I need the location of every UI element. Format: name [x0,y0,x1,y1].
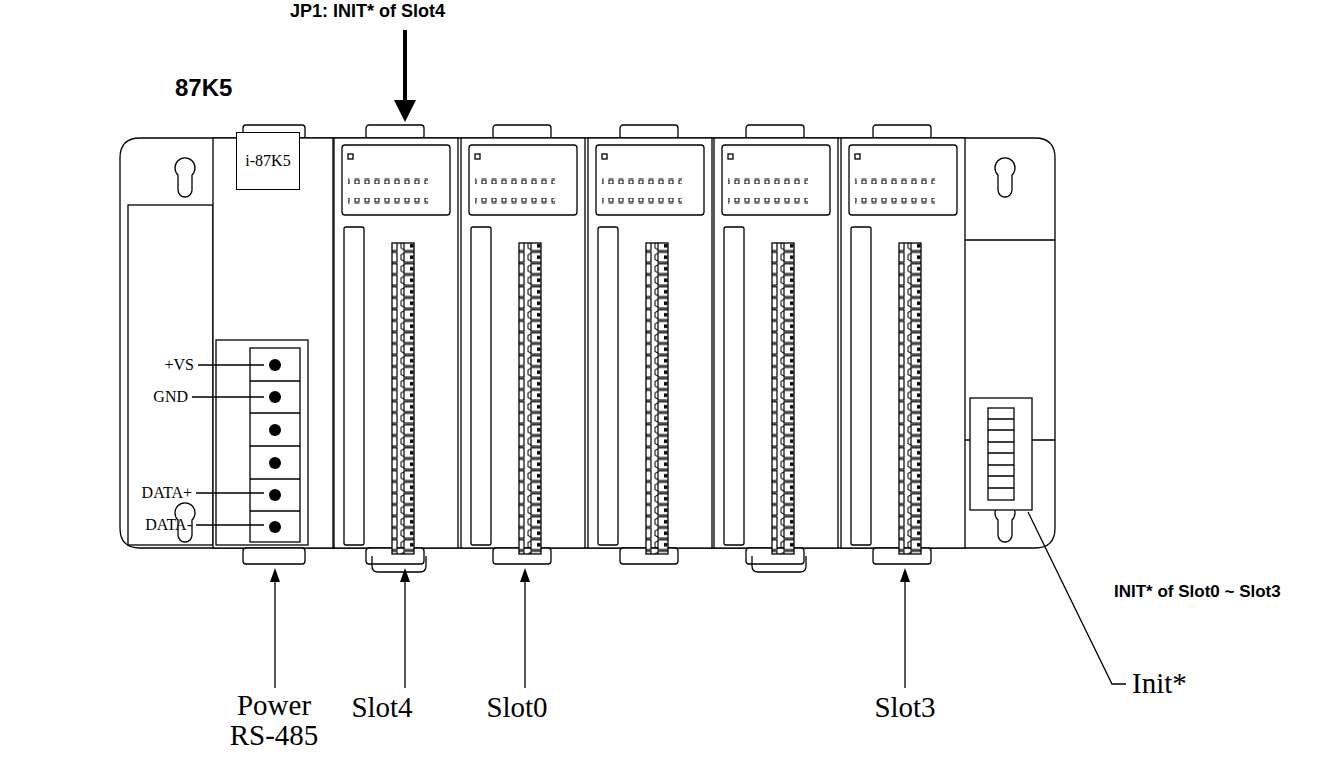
pin-name: DATA- [145,516,192,534]
dip-note: INIT* of Slot0 ~ Slot3 [1112,583,1283,602]
model-label: i-87K5 [245,152,290,170]
slot-name: Slot4 [351,692,412,724]
slot-name: Slot0 [486,692,547,724]
part-name: Power RS-485 [218,690,330,751]
part-name: Init* [1132,668,1187,700]
slot-name: Slot3 [874,692,935,724]
model-title: 87K5 [175,75,232,101]
jumper-note: JP1: INIT* of Slot4 [290,2,445,22]
pin-name: DATA+ [142,484,192,502]
pin-name: +VS [165,356,194,374]
model-label-box: i-87K5 [236,132,300,190]
pin-name: GND [153,388,188,406]
